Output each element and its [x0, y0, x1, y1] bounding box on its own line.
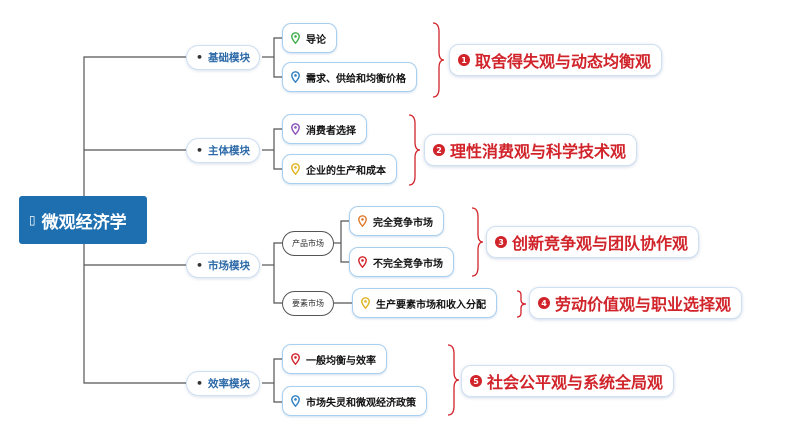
value-tag-2[interactable]: 2 理性消费观与科学技术观 [424, 134, 638, 166]
value-tag-1[interactable]: 1 取舍得失观与动态均衡观 [449, 44, 663, 76]
location-pin-icon [291, 163, 300, 175]
leaf-label: 消费者选择 [306, 125, 356, 137]
number-badge: 4 [538, 297, 550, 309]
module-subject[interactable]: • 主体模块 [186, 138, 261, 163]
module-efficiency[interactable]: • 效率模块 [186, 371, 261, 396]
module-label: 主体模块 [208, 145, 251, 157]
value-tag-3[interactable]: 3 创新竞争观与团队协作观 [486, 226, 700, 258]
bullet-icon: • [196, 377, 204, 390]
brace-icon [447, 344, 460, 416]
value-tag-label: 取舍得失观与动态均衡观 [475, 52, 652, 71]
subgroup-factor-market[interactable]: 要素市场 [282, 291, 334, 316]
leaf-production-cost[interactable]: 企业的生产和成本 [282, 154, 397, 184]
leaf-supply-demand[interactable]: 需求、供给和均衡价格 [282, 62, 417, 92]
subgroup-product-market[interactable]: 产品市场 [282, 231, 334, 256]
location-pin-icon [358, 256, 367, 268]
leaf-label: 一般均衡与效率 [306, 355, 376, 367]
module-label: 基础模块 [208, 52, 251, 64]
location-pin-icon [291, 32, 300, 44]
brace-icon [408, 114, 421, 186]
leaf-label: 需求、供给和均衡价格 [306, 73, 406, 85]
subgroup-label: 产品市场 [292, 239, 324, 248]
module-label: 效率模块 [208, 378, 251, 390]
leaf-imperfect-competition[interactable]: 不完全竞争市场 [349, 247, 454, 277]
number-badge: 5 [470, 375, 482, 387]
root-topic[interactable]: ▯ 微观经济学 [19, 196, 147, 244]
location-pin-icon [361, 297, 370, 309]
value-tag-5[interactable]: 5 社会公平观与系统全局观 [461, 365, 675, 397]
leaf-label: 完全竞争市场 [373, 217, 433, 229]
module-market[interactable]: • 市场模块 [186, 253, 261, 278]
leaf-label: 导论 [306, 34, 326, 46]
value-tag-label: 理性消费观与科学技术观 [450, 142, 627, 161]
leaf-label: 生产要素市场和收入分配 [376, 299, 486, 311]
leaf-general-equilibrium[interactable]: 一般均衡与效率 [282, 344, 387, 374]
phone-icon: ▯ [29, 213, 36, 227]
bullet-icon: • [196, 51, 204, 64]
location-pin-icon [291, 395, 300, 407]
number-badge: 1 [458, 54, 470, 66]
location-pin-icon [291, 71, 300, 83]
value-tag-label: 创新竞争观与团队协作观 [512, 234, 689, 253]
location-pin-icon [358, 215, 367, 227]
bullet-icon: • [196, 259, 204, 272]
location-pin-icon [291, 353, 300, 365]
bullet-icon: • [196, 144, 204, 157]
brace-icon [516, 290, 527, 318]
leaf-label: 市场失灵和微观经济政策 [306, 397, 416, 409]
location-pin-icon [291, 123, 300, 135]
brace-icon [471, 207, 484, 277]
module-basic[interactable]: • 基础模块 [186, 45, 261, 70]
number-badge: 3 [495, 236, 507, 248]
value-tag-4[interactable]: 4 劳动价值观与职业选择观 [529, 287, 743, 319]
module-label: 市场模块 [208, 260, 251, 272]
leaf-consumer-choice[interactable]: 消费者选择 [282, 114, 367, 144]
number-badge: 2 [433, 144, 445, 156]
value-tag-label: 劳动价值观与职业选择观 [555, 295, 732, 314]
leaf-perfect-competition[interactable]: 完全竞争市场 [349, 206, 444, 236]
leaf-market-failure-policy[interactable]: 市场失灵和微观经济政策 [282, 386, 427, 416]
root-topic-label: 微观经济学 [41, 212, 127, 233]
value-tag-label: 社会公平观与系统全局观 [487, 373, 664, 392]
leaf-introduction[interactable]: 导论 [282, 23, 337, 53]
leaf-label: 不完全竞争市场 [373, 258, 443, 270]
brace-icon [432, 22, 445, 98]
leaf-label: 企业的生产和成本 [306, 165, 386, 177]
leaf-factor-market-distribution[interactable]: 生产要素市场和收入分配 [352, 288, 497, 318]
subgroup-label: 要素市场 [292, 299, 324, 308]
